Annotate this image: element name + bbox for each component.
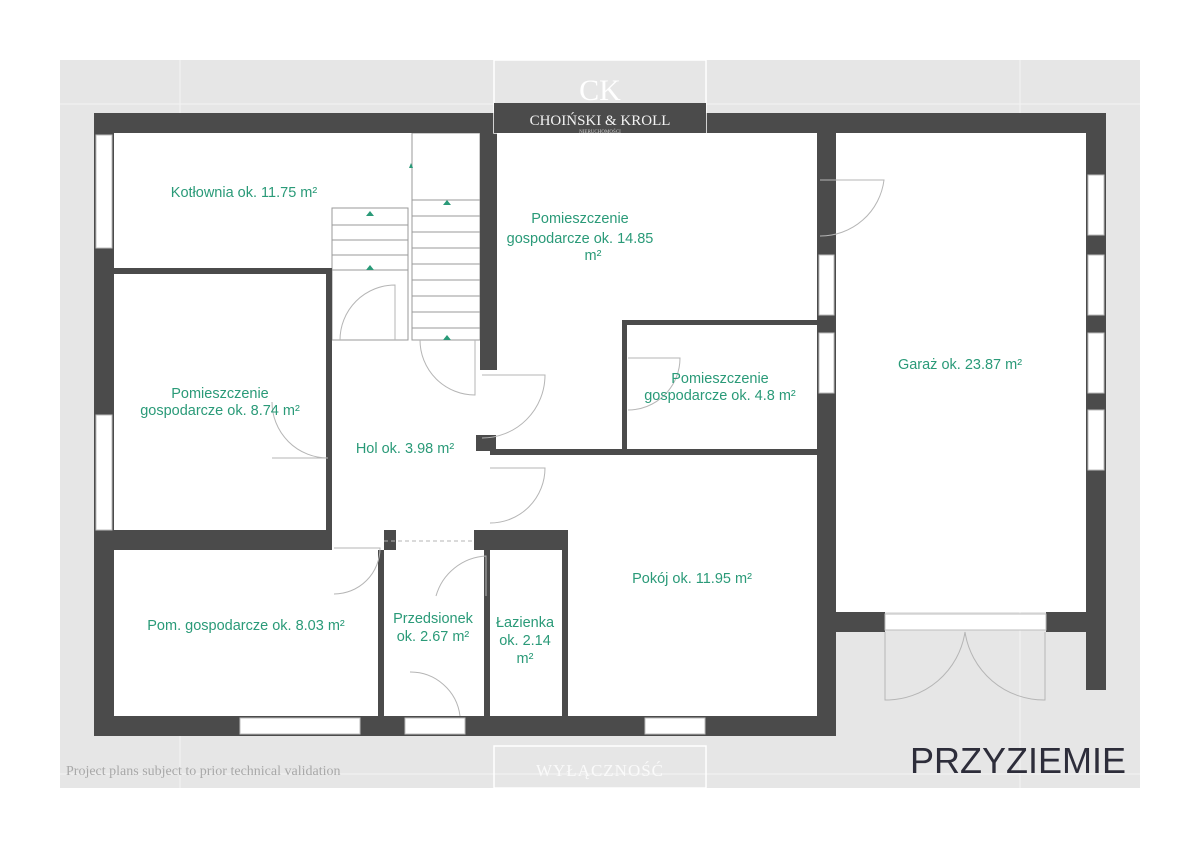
room-label-gosp-8-74: gospodarcze ok. 8.74 m² [140,403,300,419]
room-label-gosp-4-8: Pomieszczenie [671,371,769,387]
room-label-gosp-14: gospodarcze ok. 14.85 [507,231,654,247]
room-label-przedsionek: ok. 2.67 m² [397,629,470,645]
disclaimer: Project plans subject to prior technical… [66,764,340,779]
room-labels: Kotłownia ok. 11.75 m² Pomieszczenie gos… [140,185,1022,667]
room-label-lazienka: m² [517,651,534,667]
room-label-gosp-8-03: Pom. gospodarcze ok. 8.03 m² [147,618,345,634]
room-label-gosp-14: Pomieszczenie [531,211,629,227]
room-label-gosp-14: m² [585,248,602,264]
logo-tagline: NIERUCHOMOŚCI [579,129,621,135]
room-label-gosp-4-8: gospodarcze ok. 4.8 m² [644,388,796,404]
room-label-lazienka: Łazienka [496,615,555,631]
exclusivity-badge-frame [493,745,707,789]
logo: CK CHOIŃSKI & KROLL NIERUCHOMOŚCI [493,59,707,135]
room-label-pokoj: Pokój ok. 11.95 m² [632,571,752,587]
room-label-lazienka: ok. 2.14 [499,633,551,649]
room-label-hol: Hol ok. 3.98 m² [356,441,454,457]
floor-title: PRZYZIEMIE [910,740,1126,781]
windows [95,134,1105,735]
room-label-gosp-8-74: Pomieszczenie [171,386,269,402]
logo-brand: CHOIŃSKI & KROLL [530,112,671,129]
floor-area [114,133,1086,716]
room-label-przedsionek: Przedsionek [393,611,474,627]
room-label-garaz: Garaż ok. 23.87 m² [898,357,1022,373]
exclusivity-badge: WYŁĄCZNOŚĆ [536,761,664,780]
room-label-kotlownia: Kotłownia ok. 11.75 m² [171,185,318,201]
logo-monogram: CK [579,74,621,107]
doors [271,179,1046,717]
